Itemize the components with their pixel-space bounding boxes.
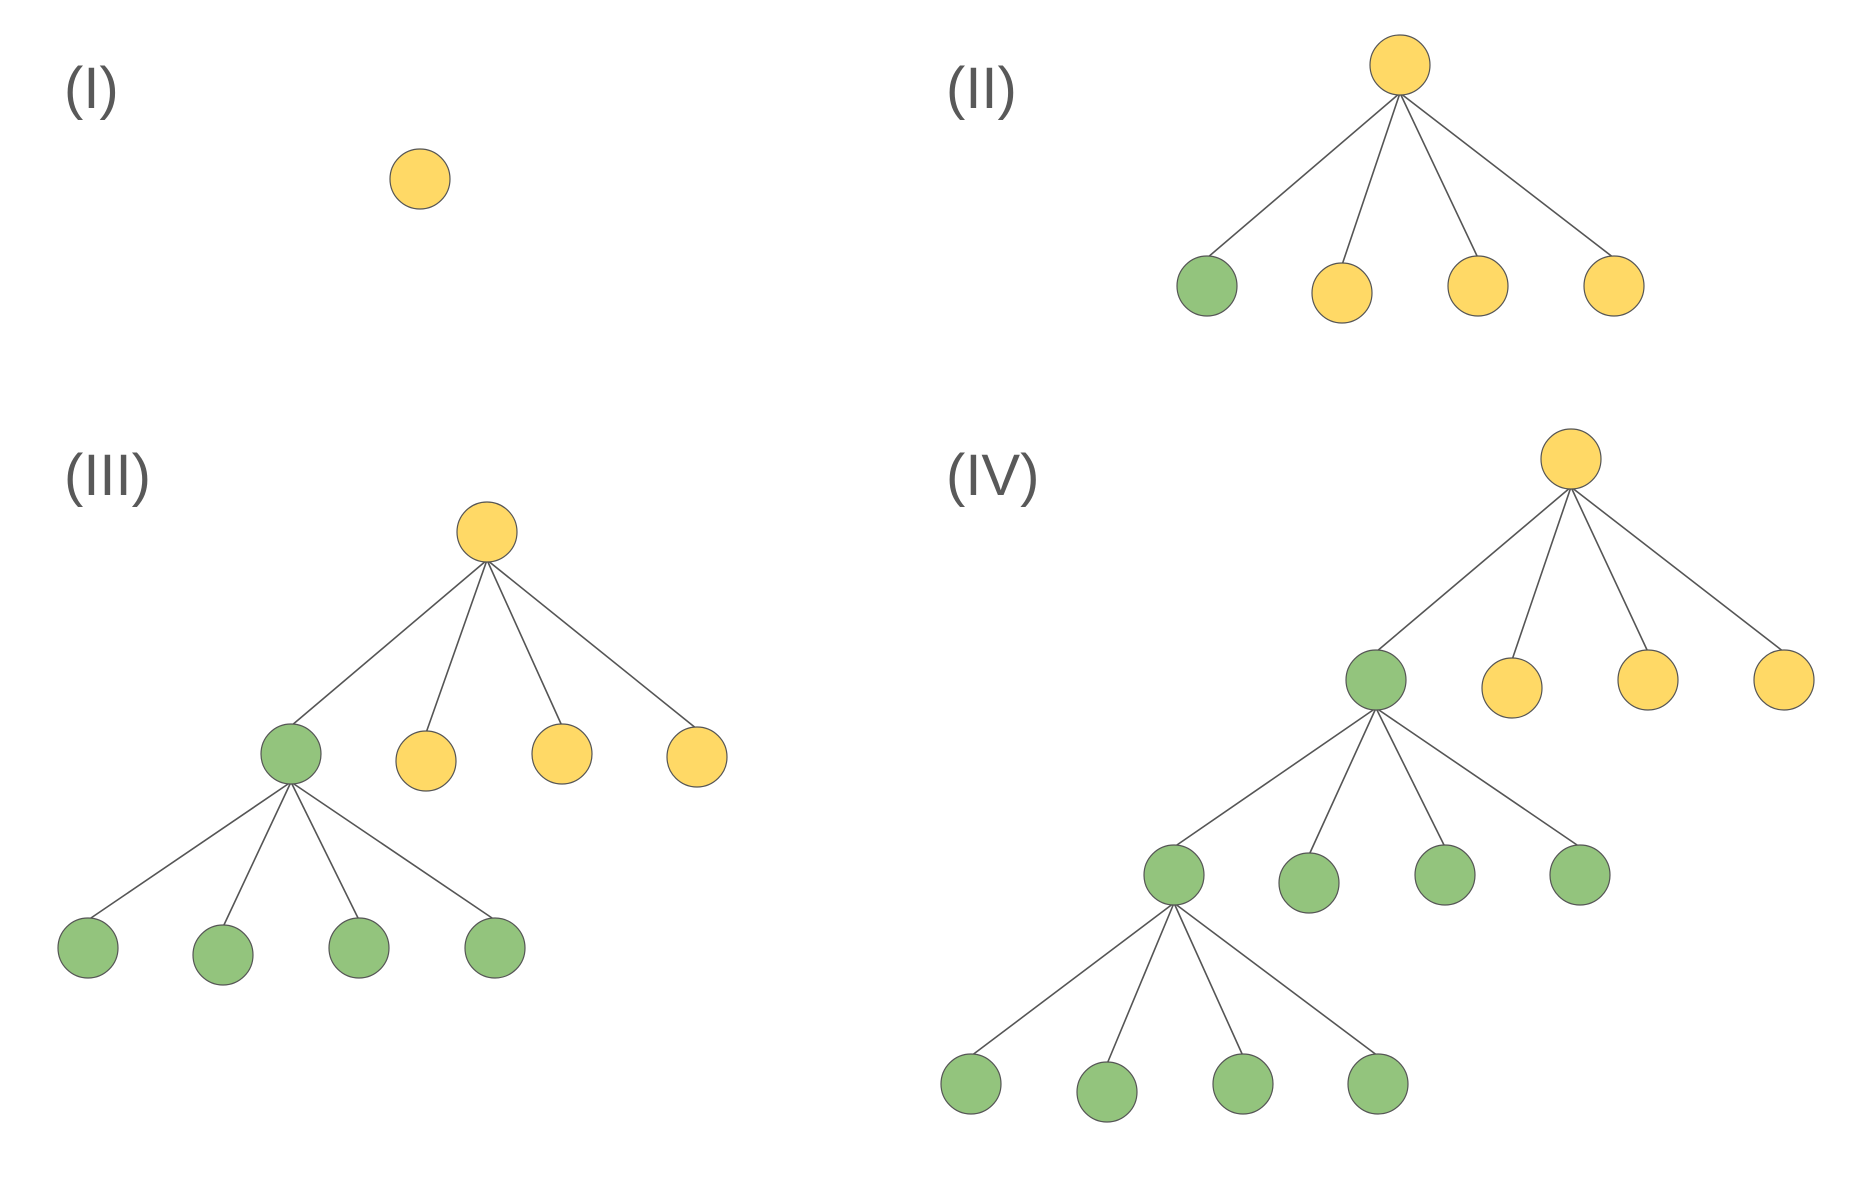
panel-3-node-g3-green <box>328 917 390 979</box>
panel-4-node-c4-yellow <box>1753 649 1815 711</box>
panel-4-edge-r-c2 <box>1511 486 1572 661</box>
panel-4-node-r-yellow <box>1540 428 1602 490</box>
panel-2-edge-r-c2 <box>1341 92 1401 266</box>
panel-4-node-c2-yellow <box>1481 657 1543 719</box>
panel-4-edge-g1-h3 <box>1173 902 1244 1057</box>
panel-4-edge-g1-h4 <box>1173 902 1379 1057</box>
panel-4-node-h1-green <box>940 1053 1002 1115</box>
panel-2-node-c3-yellow <box>1447 255 1509 317</box>
panel-3-edge-c1-g1 <box>87 781 292 921</box>
panel-label-1: (I) <box>64 56 119 121</box>
panel-4-node-c1-green <box>1345 649 1407 711</box>
panel-3-edge-c1-g3 <box>290 781 360 921</box>
panel-3-node-c4-yellow <box>666 726 728 788</box>
panel-3-node-c3-yellow <box>531 723 593 785</box>
panel-3-edge-c1-g4 <box>290 781 496 921</box>
panel-1-node-a-yellow <box>389 148 451 210</box>
panel-label-3: (III) <box>64 443 151 508</box>
panel-2-edge-r-c3 <box>1399 92 1479 259</box>
panel-2-edge-r-c1 <box>1206 92 1401 259</box>
panel-3-node-g4-green <box>464 917 526 979</box>
panel-3-edge-r-c3 <box>486 559 563 727</box>
panel-4-node-h3-green <box>1212 1053 1274 1115</box>
panel-4-edge-g1-h2 <box>1106 902 1175 1065</box>
panel-2-node-c4-yellow <box>1583 255 1645 317</box>
panel-2-node-r-yellow <box>1369 34 1431 96</box>
panel-4-edge-g1-h1 <box>970 902 1175 1057</box>
panel-4-node-h4-green <box>1347 1053 1409 1115</box>
panel-4-edge-r-c4 <box>1570 486 1785 653</box>
panel-4-edge-c1-g4 <box>1375 707 1581 848</box>
panel-3-node-r-yellow <box>456 501 518 563</box>
panel-3-edge-r-c4 <box>486 559 698 730</box>
panel-3-edge-r-c2 <box>425 559 488 734</box>
panel-4-node-g1-green <box>1143 844 1205 906</box>
panel-4-node-g3-green <box>1414 844 1476 906</box>
panel-3-edge-r-c1 <box>290 559 488 727</box>
panel-3-node-c2-yellow <box>395 730 457 792</box>
panel-label-4: (IV) <box>946 443 1039 508</box>
panel-4-edge-c1-g3 <box>1375 707 1446 848</box>
panel-4-edge-c1-g2 <box>1308 707 1377 856</box>
panel-3-node-g2-green <box>192 924 254 986</box>
panel-4-node-h2-green <box>1076 1061 1138 1123</box>
panel-2-node-c2-yellow <box>1311 262 1373 324</box>
panel-4-edge-r-c3 <box>1570 486 1649 653</box>
panel-3-edge-c1-g2 <box>222 781 292 928</box>
panel-3-node-g1-green <box>57 917 119 979</box>
panel-3-node-c1-green <box>260 723 322 785</box>
panel-2-edge-r-c4 <box>1399 92 1615 259</box>
panel-4-edge-c1-g1 <box>1173 707 1377 848</box>
panel-label-2: (II) <box>946 56 1017 121</box>
panel-4-node-g4-green <box>1549 844 1611 906</box>
panel-4-edge-r-c1 <box>1375 486 1572 653</box>
panel-4-node-g2-green <box>1278 852 1340 914</box>
panel-4-node-c3-yellow <box>1617 649 1679 711</box>
panel-2-node-c1-green <box>1176 255 1238 317</box>
